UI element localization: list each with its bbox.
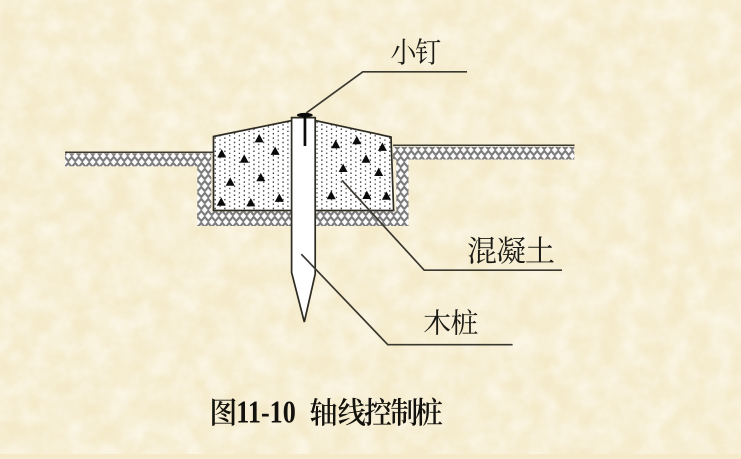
svg-text:11-10: 11-10 — [236, 394, 295, 430]
